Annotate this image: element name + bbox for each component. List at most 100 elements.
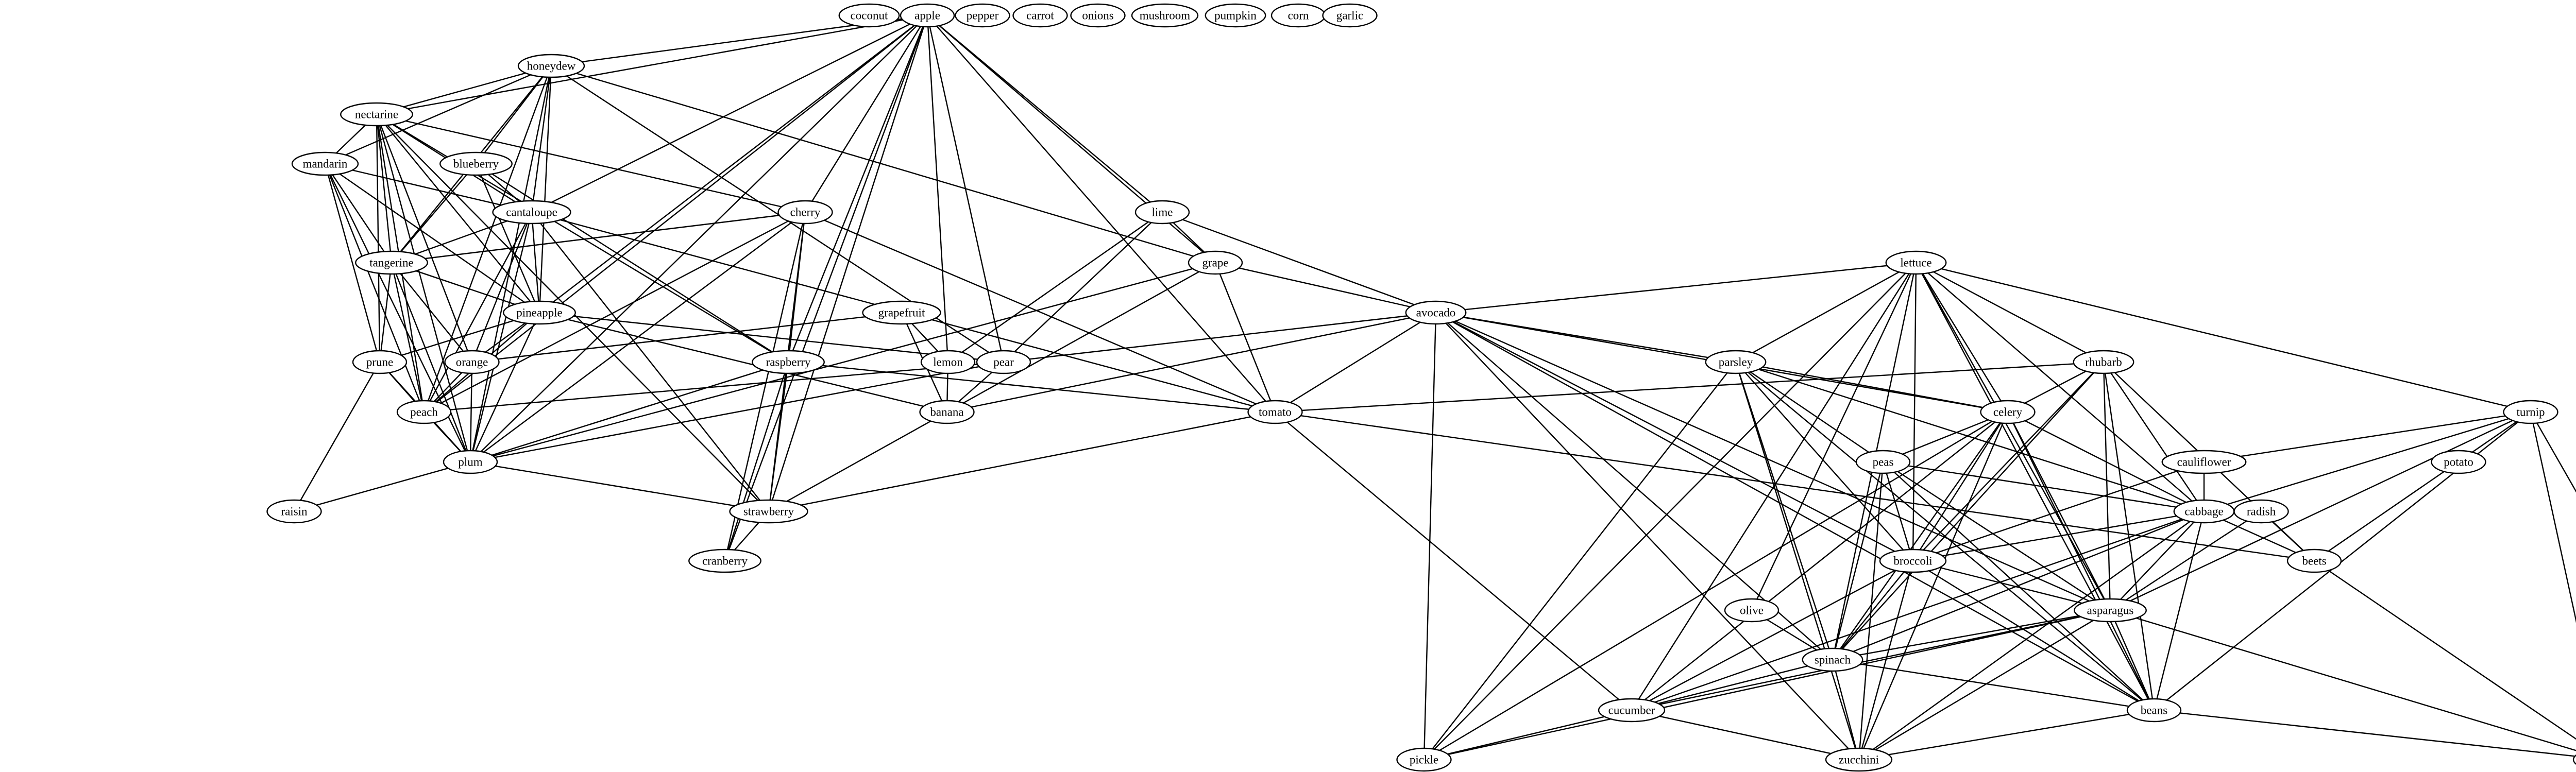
node-ellipse: [862, 300, 941, 325]
edge-parsley-spinach: [1735, 362, 1834, 660]
edge-cucumber-pickle: [1423, 709, 1632, 761]
edge-avocado-pear: [1003, 312, 1436, 363]
node-beets: beets: [2286, 548, 2342, 573]
node-label: raspberry: [766, 356, 811, 369]
node-ellipse: [1879, 548, 1947, 573]
edge-beans-zucchini: [1858, 709, 2155, 761]
edge-blueberry-tangerine: [391, 163, 477, 263]
node-pineapple: pineapple: [503, 300, 576, 325]
node-olive: olive: [1724, 598, 1780, 623]
node-eggplant: eggplant: [2572, 754, 2576, 765]
edge-turnip-yam: [2530, 411, 2576, 493]
edge-pear-peach: [423, 361, 1004, 413]
edge-mandarin-pineapple: [325, 163, 540, 313]
edge-avocado-zucchini: [1435, 312, 1859, 760]
node-ellipse: [976, 350, 1031, 374]
edge-asparagus-cucumber: [1631, 609, 2111, 711]
node-cherry: cherry: [777, 200, 833, 225]
node-ellipse: [2572, 754, 2576, 765]
edge-lettuce-olive: [1751, 262, 1917, 611]
edge-pear-plum: [470, 361, 1004, 463]
node-label: zucchini: [1839, 753, 1879, 766]
edge-avocado-banana: [946, 312, 1436, 413]
edge-asparagus-zucchini: [1858, 609, 2111, 761]
node-label: tangerine: [369, 256, 414, 269]
edge-apple-cherry: [804, 15, 928, 213]
edge-raspberry-plum: [470, 361, 789, 463]
node-cantaloupe: cantaloupe: [492, 200, 571, 225]
node-ellipse: [352, 350, 408, 374]
edge-celery-cucumber: [1631, 411, 2008, 711]
edge-pineapple-banana: [539, 312, 947, 413]
edge-lettuce-broccoli: [1912, 262, 1917, 561]
node-label: rhubarb: [2085, 356, 2122, 369]
node-label: grape: [1202, 256, 1228, 269]
node-mandarin: mandarin: [291, 151, 359, 176]
edge-avocado-broccoli: [1435, 312, 1913, 562]
edge-turnip-asparagus: [2110, 411, 2531, 611]
node-apple: apple: [900, 3, 955, 28]
node-ellipse: [2503, 400, 2558, 424]
node-label: strawberry: [743, 505, 794, 518]
node-label: celery: [1993, 406, 2023, 419]
node-label: cabbage: [2184, 505, 2223, 518]
edge-apple-pineapple: [539, 15, 928, 313]
edge-cherry-tangerine: [391, 211, 806, 264]
node-ellipse: [1322, 3, 1378, 28]
node-label: grapefruit: [878, 306, 925, 319]
edge-lettuce-celery: [1915, 262, 2009, 413]
node-orange: orange: [444, 350, 500, 374]
edge-broccoli-cucumber: [1631, 560, 1913, 711]
node-radish: radish: [2233, 499, 2289, 524]
edge-cherry-tomato: [805, 211, 1276, 413]
node-pickle: pickle: [1396, 747, 1452, 772]
edge-parsley-pickle: [1423, 362, 1736, 760]
node-ellipse: [1070, 3, 1126, 28]
edge-honeydew-nectarine: [376, 65, 552, 115]
edge-pineapple-plum: [469, 312, 540, 462]
edge-tomato-strawberry: [768, 411, 1276, 512]
edge-avocado-pickle: [1423, 312, 1437, 760]
edge-beans-eggplant: [2154, 709, 2576, 757]
node-label: orange: [456, 356, 488, 369]
edge-lettuce-cabbage: [1916, 262, 2205, 512]
edge-mandarin-tangerine: [325, 163, 392, 263]
node-label: garlic: [1336, 9, 1363, 22]
edge-apple-cantaloupe: [531, 14, 928, 213]
node-ellipse: [1885, 250, 1947, 275]
node-corn: corn: [1270, 3, 1326, 28]
node-ellipse: [1724, 598, 1780, 623]
node-blueberry: blueberry: [439, 151, 513, 176]
node-label: pickle: [1410, 753, 1438, 766]
edge-lettuce-parsley: [1735, 262, 1917, 363]
node-broccoli: broccoli: [1879, 548, 1947, 573]
node-strawberry: strawberry: [729, 499, 808, 524]
node-ellipse: [2074, 598, 2147, 623]
node-ellipse: [2233, 499, 2289, 524]
node-coconut: coconut: [838, 3, 900, 28]
edge-lettuce-avocado: [1435, 262, 1917, 314]
node-cauliflower: cauliflower: [2161, 450, 2247, 474]
node-label: peas: [1873, 456, 1894, 469]
node-label: lemon: [933, 356, 963, 369]
node-label: beets: [2302, 555, 2326, 568]
edge-nectarine-pineapple: [376, 114, 540, 313]
edge-cantaloupe-strawberry: [531, 212, 769, 512]
edge-broccoli-beans: [1912, 560, 2155, 711]
node-ellipse: [1598, 698, 1666, 723]
edge-broccoli-zucchini: [1858, 560, 1914, 760]
edge-asparagus-beans: [2109, 610, 2155, 711]
node-label: cantaloupe: [506, 206, 557, 219]
node-label: potato: [2444, 456, 2473, 469]
node-tangerine: tangerine: [355, 250, 428, 275]
edge-lettuce-asparagus: [1915, 262, 2111, 611]
node-label: tomato: [1259, 406, 1292, 419]
node-ellipse: [2073, 350, 2134, 374]
edge-spinach-beans: [1832, 659, 2155, 711]
edge-cabbage-spinach: [1832, 510, 2205, 661]
edge-lettuce-beans: [1915, 262, 2155, 711]
edge-apple-plum: [470, 15, 928, 462]
node-ellipse: [340, 102, 413, 127]
edge-celery-spinach: [1832, 411, 2008, 660]
